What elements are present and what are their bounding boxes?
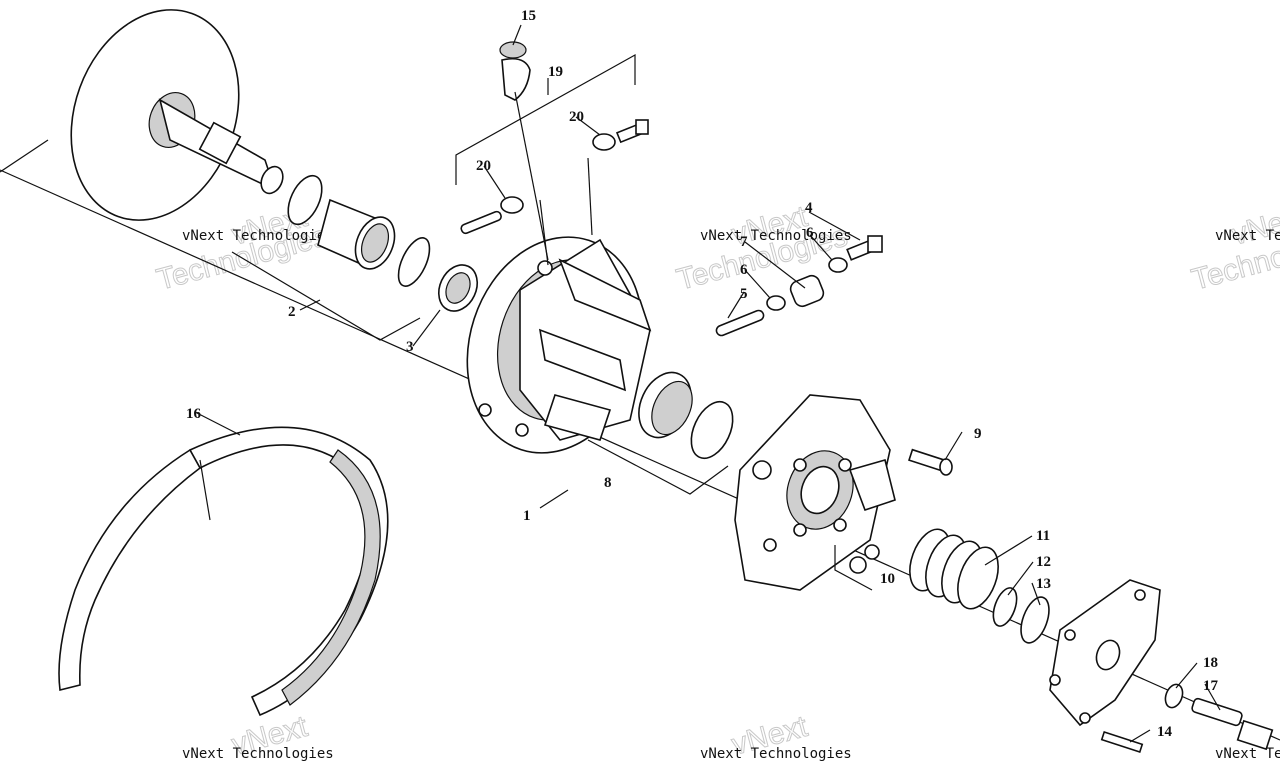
pin-5 — [715, 309, 765, 337]
bolt-4 — [846, 235, 883, 261]
callout-12: 12 — [1036, 554, 1051, 570]
bolt-20 — [615, 119, 649, 144]
fixed-sheave — [70, 9, 284, 221]
shaft-ring — [287, 174, 323, 226]
callout-labels: 1 2 3 4 5 6 6 7 8 9 10 11 12 13 14 15 16… — [186, 8, 1219, 740]
end-plate — [1049, 579, 1161, 727]
callout-1: 1 — [523, 508, 531, 524]
callout-20b: 20 — [476, 158, 491, 174]
washer-6a — [766, 295, 786, 311]
roller-7 — [789, 274, 825, 308]
washer-20a — [500, 196, 524, 214]
watermark-text: vNext Technologies — [182, 228, 334, 244]
watermark-text: vNext Technologies — [1215, 228, 1280, 244]
callout-6a: 6 — [806, 225, 814, 241]
bolt-17 — [1191, 697, 1274, 751]
spring-11 — [909, 528, 999, 610]
callout-11: 11 — [1036, 528, 1050, 544]
watermark-text: vNext Technologies — [182, 746, 334, 762]
washer-6b — [828, 257, 848, 273]
axis-bracket — [0, 139, 49, 173]
callout-10-bracket — [834, 545, 873, 591]
callout-14: 14 — [1157, 724, 1173, 740]
callout-17: 17 — [1203, 678, 1219, 694]
callout-8-bracket — [587, 439, 729, 495]
callout-15: 15 — [521, 8, 536, 24]
callout-18: 18 — [1203, 655, 1218, 671]
leader — [539, 199, 549, 266]
drive-belt — [58, 426, 389, 717]
callout-4: 4 — [805, 200, 813, 216]
callout-10: 10 — [880, 571, 895, 587]
bushing — [317, 198, 396, 270]
leader-lines — [194, 24, 1221, 743]
cam-weight — [499, 41, 531, 101]
cover-plate — [734, 394, 896, 591]
seal — [437, 264, 479, 312]
washer-18 — [1164, 683, 1184, 709]
ring-12 — [992, 587, 1018, 627]
washer-20b — [592, 133, 616, 151]
spacer-ring — [397, 237, 431, 287]
ring-13 — [1020, 596, 1050, 644]
leader — [587, 157, 593, 236]
watermark-text: vNext Technologies — [700, 228, 852, 244]
callout-19: 19 — [548, 64, 563, 80]
watermark-text: vNext Technologies — [700, 746, 852, 762]
callout-7: 7 — [740, 234, 748, 250]
callout-8: 8 — [604, 475, 612, 491]
leader — [514, 91, 549, 261]
callout-20a: 20 — [569, 109, 584, 125]
callout-16: 16 — [186, 406, 202, 422]
callout-3: 3 — [406, 339, 414, 355]
callout-2-bracket — [231, 251, 421, 341]
callout-9: 9 — [974, 426, 982, 442]
callout-19-bracket — [455, 53, 636, 185]
snap-ring-8 — [690, 400, 734, 460]
callout-13: 13 — [1036, 576, 1051, 592]
bolt-9 — [908, 448, 953, 476]
callout-2: 2 — [288, 304, 296, 320]
watermark-text: vNext Technologies — [1215, 746, 1280, 762]
watermark-group: vNext Technologies vNext Technologies vN… — [153, 199, 1280, 762]
nut-10 — [849, 544, 880, 574]
bolt-14 — [1100, 731, 1144, 753]
pin — [460, 210, 502, 235]
movable-sheave — [466, 236, 652, 454]
callout-6b: 6 — [740, 262, 748, 278]
bushing-8 — [638, 371, 693, 439]
callout-5: 5 — [740, 286, 748, 302]
